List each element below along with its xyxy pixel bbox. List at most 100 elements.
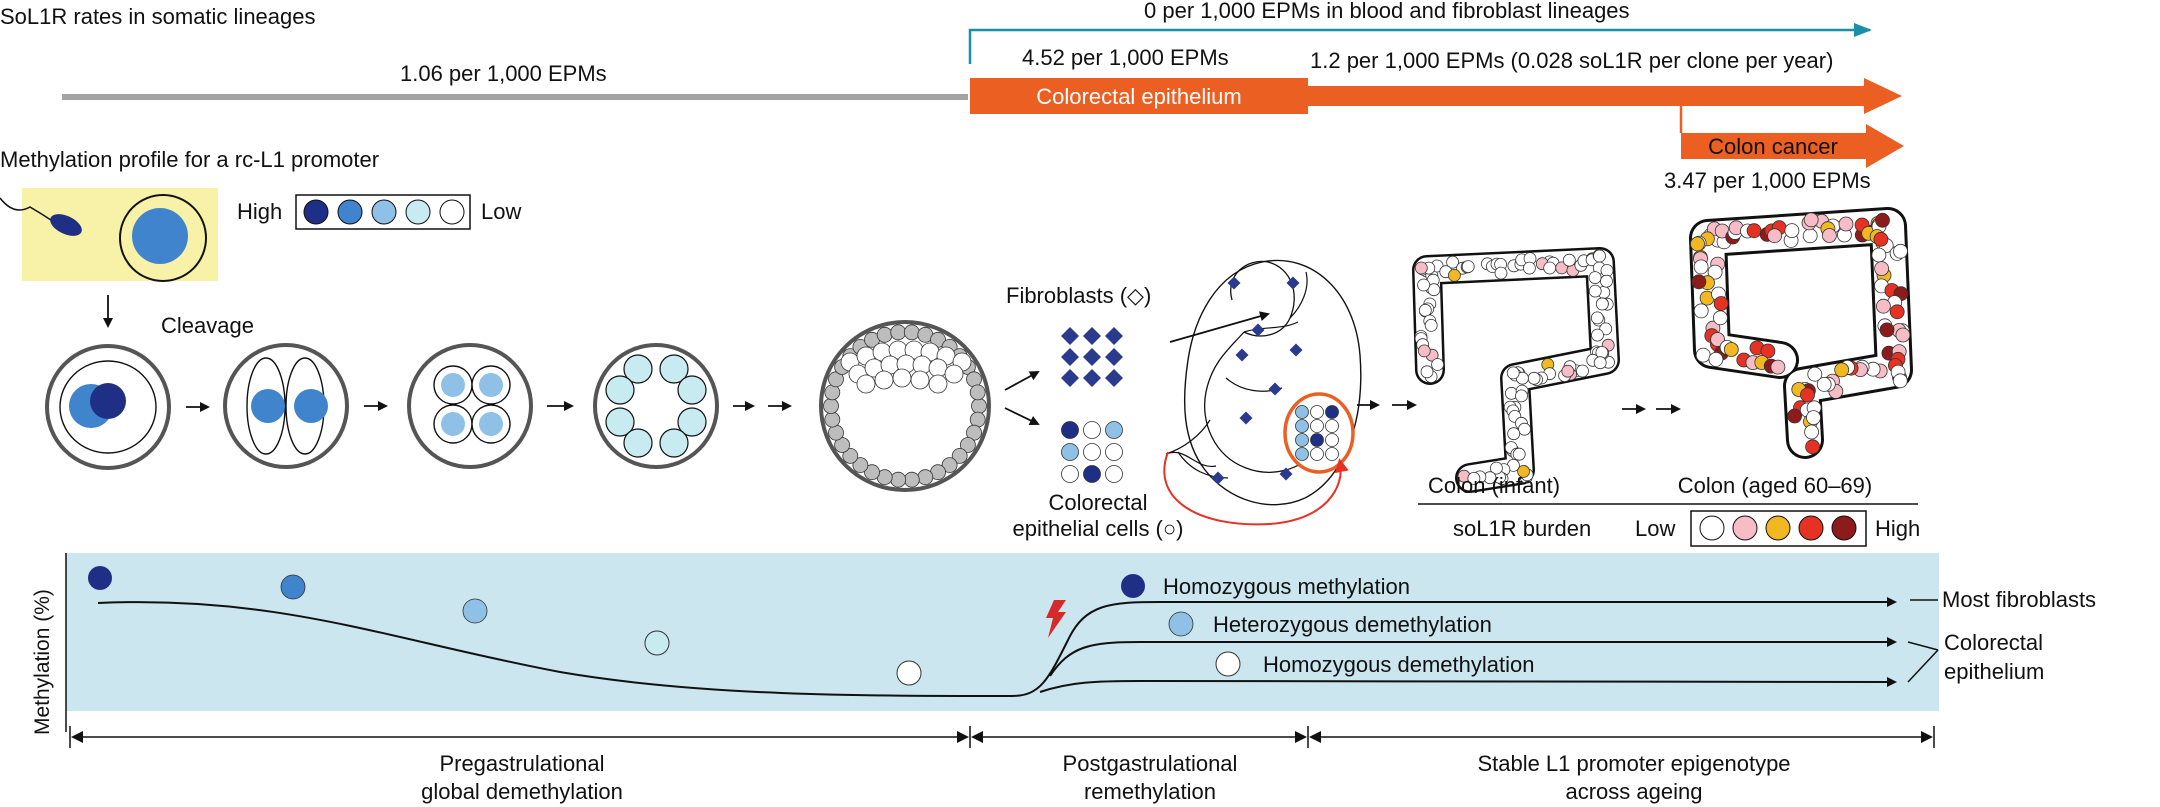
phase-post-line1: Postgastrulational	[1063, 751, 1238, 776]
foetus-fibroblast	[1279, 467, 1293, 481]
colon-crypt	[1767, 228, 1782, 244]
colon-crypt	[1414, 261, 1428, 275]
colorectal-rate-label: 4.52 per 1,000 EPMs	[1022, 45, 1229, 70]
homozygous-methylation-label: Homozygous methylation	[1163, 574, 1410, 599]
colon-crypt	[1822, 228, 1837, 243]
colon-crypt	[1873, 231, 1889, 247]
stage-four-cell	[407, 343, 533, 469]
phase-pre-line2: global demethylation	[421, 779, 623, 804]
curve-homozygous-demethylation	[1039, 676, 1897, 693]
primordium-cell	[1310, 419, 1324, 433]
colon-crypt	[1600, 274, 1613, 288]
methylation-profile-title: Methylation profile for a rc-L1 promoter	[0, 147, 379, 172]
trophoblast-cell	[823, 398, 839, 414]
primordium-cell	[1310, 447, 1324, 461]
colon-crypt	[1506, 366, 1520, 380]
colon-crypt	[1588, 271, 1602, 285]
colon-crypt	[1693, 303, 1709, 319]
colon-crypt	[1467, 471, 1481, 485]
icm-cell	[928, 374, 948, 394]
colon-crypt	[1892, 373, 1908, 389]
legend-low-label: Low	[481, 199, 521, 224]
foetus-fibroblast-diamonds	[1211, 276, 1303, 485]
icm-cell	[928, 358, 948, 378]
colon-crypt	[1593, 249, 1606, 263]
fibroblast-diamonds	[1061, 327, 1123, 387]
primordium-cell	[1295, 433, 1309, 447]
epithelial-cell	[1105, 443, 1123, 461]
fibroblast-diamond	[1061, 327, 1079, 345]
trophoblast-cell	[969, 411, 986, 428]
primordium-cells	[1295, 405, 1339, 461]
timepoint-morula	[644, 630, 670, 656]
trophoblast-cell	[903, 324, 920, 341]
trophoblast-cell	[842, 447, 859, 464]
colon-crypt	[1816, 376, 1832, 392]
colon-crypt	[1893, 243, 1908, 259]
colon-crypt	[1507, 427, 1521, 441]
oocyte-nucleus	[132, 208, 188, 264]
adult-rate-arrow	[1308, 78, 1902, 114]
colorectal-cells-label-line2: epithelial cells (○)	[1012, 516, 1183, 541]
colon-crypt	[1800, 387, 1815, 403]
timepoint-four-cell	[462, 598, 488, 624]
colon-crypt	[1590, 311, 1604, 325]
colon-crypt	[1746, 223, 1762, 239]
homozygous-demethylation-label: Homozygous demethylation	[1263, 652, 1534, 677]
colon-crypt	[1691, 274, 1707, 290]
curve-homozygous-methylation	[97, 597, 1897, 698]
colon-crypt	[1461, 260, 1475, 274]
colon-crypt	[1834, 362, 1850, 378]
colorectal-bar-label: Colorectal epithelium	[1036, 84, 1241, 109]
epithelial-cell-grid	[1061, 421, 1123, 483]
colon-crypt	[1588, 284, 1602, 298]
trophoblast-cell	[864, 464, 880, 481]
burden-scale	[1699, 515, 1857, 541]
colon-crypt	[1695, 347, 1711, 363]
foetus-fibroblast	[1251, 323, 1265, 337]
trophoblast-cell	[824, 411, 841, 428]
colon-crypt	[1561, 364, 1575, 378]
trophoblast-cell	[969, 384, 986, 401]
colon-crypt	[1802, 228, 1818, 244]
fibroblast-diamond	[1061, 369, 1079, 387]
primordium-cell	[1295, 405, 1309, 419]
trophoblast-ring	[823, 324, 987, 488]
lightning-icon	[1046, 600, 1066, 638]
heterozygous-demethylation-dot	[1168, 611, 1194, 637]
stage-blastocyst	[819, 320, 991, 492]
colon-crypt	[1543, 261, 1557, 275]
epithelial-cell	[1105, 465, 1123, 483]
colon-crypt	[1871, 247, 1887, 263]
phase-stable-line1: Stable L1 promoter epigenotype	[1477, 751, 1790, 776]
plot-colorectal-label-line1: Colorectal	[1944, 630, 2043, 655]
epithelial-cell	[1061, 421, 1079, 439]
colon-crypt	[1418, 303, 1432, 317]
burden-label: soL1R burden	[1453, 516, 1591, 541]
colon-crypt	[1838, 216, 1854, 232]
colon-crypt	[1807, 366, 1823, 382]
colon-crypt	[1713, 296, 1729, 311]
colon-crypt	[1523, 261, 1536, 275]
primordium-cell	[1295, 447, 1309, 461]
colon-crypt	[1512, 447, 1526, 461]
phase-pre-line1: Pregastrulational	[439, 751, 604, 776]
colon-crypt	[1562, 253, 1576, 267]
phase-post-line2: remethylation	[1084, 779, 1216, 804]
fibroblast-diamond	[1083, 369, 1101, 387]
primordium-cell	[1310, 433, 1324, 447]
foetus-fibroblast	[1235, 348, 1249, 362]
colon-crypt	[1518, 422, 1531, 436]
colon-aged	[1689, 207, 1913, 459]
colorectal-cells-label-line1: Colorectal	[1048, 490, 1147, 515]
colon-crypt	[1576, 364, 1589, 378]
colon-crypt	[1713, 310, 1728, 326]
colon-crypt	[1417, 278, 1430, 292]
primordium-cell	[1295, 419, 1309, 433]
stage-two-cell	[223, 343, 349, 469]
colon-aged-label: Colon (aged 60–69)	[1678, 473, 1872, 498]
foetus-fibroblast	[1268, 382, 1282, 396]
colon-crypt	[1723, 342, 1739, 357]
phase-stable-line2: across ageing	[1566, 779, 1703, 804]
